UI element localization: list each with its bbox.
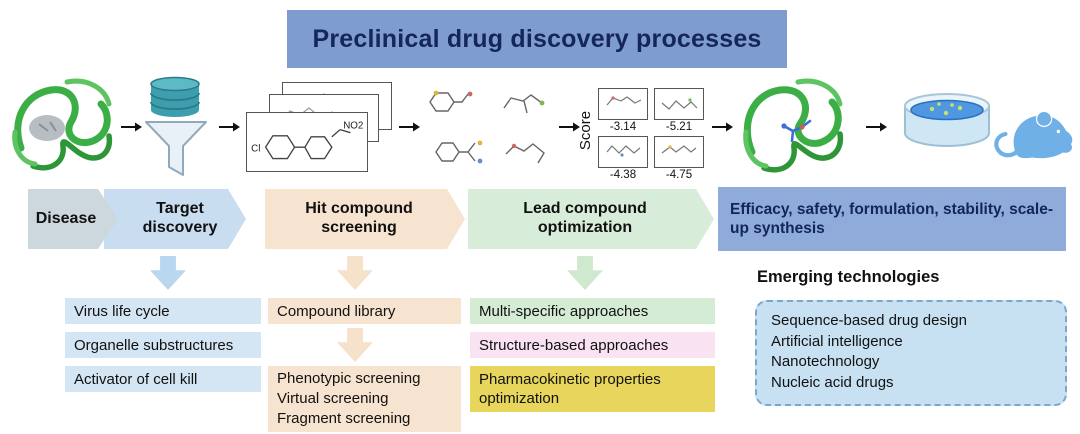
target-item-activator-cell-kill: Activator of cell kill xyxy=(65,366,261,392)
molecule-label-cl: Cl xyxy=(251,143,260,154)
figure-title: Preclinical drug discovery processes xyxy=(312,24,762,53)
score-value: -4.38 xyxy=(609,169,637,181)
arrow-right-icon xyxy=(866,121,888,133)
score-value: -3.14 xyxy=(609,121,637,133)
down-arrow-icon xyxy=(337,328,373,362)
scored-molecule-box xyxy=(654,136,704,168)
stage-disease-label: Disease xyxy=(35,209,97,227)
scored-molecule-box xyxy=(598,136,648,168)
list-item-label: Activator of cell kill xyxy=(74,370,198,388)
protein-ligand-complex-icon xyxy=(736,68,848,182)
protein-structure-icon xyxy=(6,70,120,180)
emerging-technologies-heading: Emerging technologies xyxy=(757,268,940,286)
screening-item: Phenotypic screening xyxy=(277,370,421,387)
stage-lead-optimization: Lead compound optimization xyxy=(468,189,714,249)
emerging-item: Sequence-based drug design xyxy=(771,312,967,329)
list-item-label: Structure-based approaches xyxy=(479,336,669,354)
down-arrow-icon xyxy=(150,256,186,290)
target-item-virus-life-cycle: Virus life cycle xyxy=(65,298,261,324)
lead-item-multi-specific: Multi-specific approaches xyxy=(470,298,715,324)
arrow-right-icon xyxy=(219,121,241,133)
list-item-label: Multi-specific approaches xyxy=(479,302,649,320)
molecule-icon xyxy=(421,82,483,122)
stage-disease: Disease xyxy=(28,189,118,249)
emerging-item: Nanotechnology xyxy=(771,353,880,371)
compound-library-box: Compound library xyxy=(268,298,461,324)
arrow-right-icon xyxy=(712,121,734,133)
target-item-organelle-substructures: Organelle substructures xyxy=(65,332,261,358)
score-axis-label: Score xyxy=(577,110,595,151)
funnel-icon xyxy=(143,119,209,179)
mouse-icon xyxy=(992,96,1076,172)
stage-hit-screening: Hit compound screening xyxy=(265,189,465,249)
down-arrow-icon xyxy=(567,256,603,290)
stage-hit-label: Hit compound screening xyxy=(305,200,413,236)
stage-target-discovery: Target discovery xyxy=(104,189,246,249)
down-arrow-icon xyxy=(337,256,373,290)
petri-dish-icon xyxy=(902,90,992,166)
emerging-item: Nucleic acid drugs xyxy=(771,374,894,392)
molecule-icon xyxy=(499,134,557,172)
arrow-right-icon xyxy=(399,121,421,133)
molecule-label-no2: NO2 xyxy=(343,121,363,132)
lead-item-structure-based: Structure-based approaches xyxy=(470,332,715,358)
stage-efficacy: Efficacy, safety, formulation, stability… xyxy=(718,187,1066,251)
screening-item: Fragment screening xyxy=(277,409,411,427)
screening-item: Virtual screening xyxy=(277,389,389,407)
molecule-icon xyxy=(427,130,493,172)
arrow-right-icon xyxy=(121,121,143,133)
list-item-label: Pharmacokinetic properties optimization xyxy=(479,370,661,408)
scored-molecule-box xyxy=(598,88,648,120)
list-item-label: Compound library xyxy=(277,302,396,320)
emerging-technologies-box: Sequence-based drug design Artificial in… xyxy=(755,300,1067,406)
compound-stack: Cl NO2 xyxy=(246,82,396,180)
score-value: -4.75 xyxy=(665,169,693,181)
scored-molecule-box xyxy=(654,88,704,120)
molecule-grid xyxy=(421,82,557,178)
title-banner: Preclinical drug discovery processes xyxy=(287,10,787,68)
stage-efficacy-label: Efficacy, safety, formulation, stability… xyxy=(730,200,1054,237)
score-value: -5.21 xyxy=(665,121,693,133)
stage-lead-label: Lead compound optimization xyxy=(523,200,647,236)
arrow-right-icon xyxy=(559,121,581,133)
screening-methods-box: Phenotypic screening Virtual screening F… xyxy=(268,366,461,432)
list-item-label: Organelle substructures xyxy=(74,336,234,354)
lead-item-pharmacokinetic: Pharmacokinetic properties optimization xyxy=(470,366,715,412)
compound-card-front: Cl NO2 xyxy=(246,112,368,172)
database-icon xyxy=(148,76,202,118)
list-item-label: Virus life cycle xyxy=(74,302,170,320)
stage-target-label: Target discovery xyxy=(142,200,218,236)
molecule-icon xyxy=(493,86,555,126)
emerging-item: Artificial intelligence xyxy=(771,332,903,350)
